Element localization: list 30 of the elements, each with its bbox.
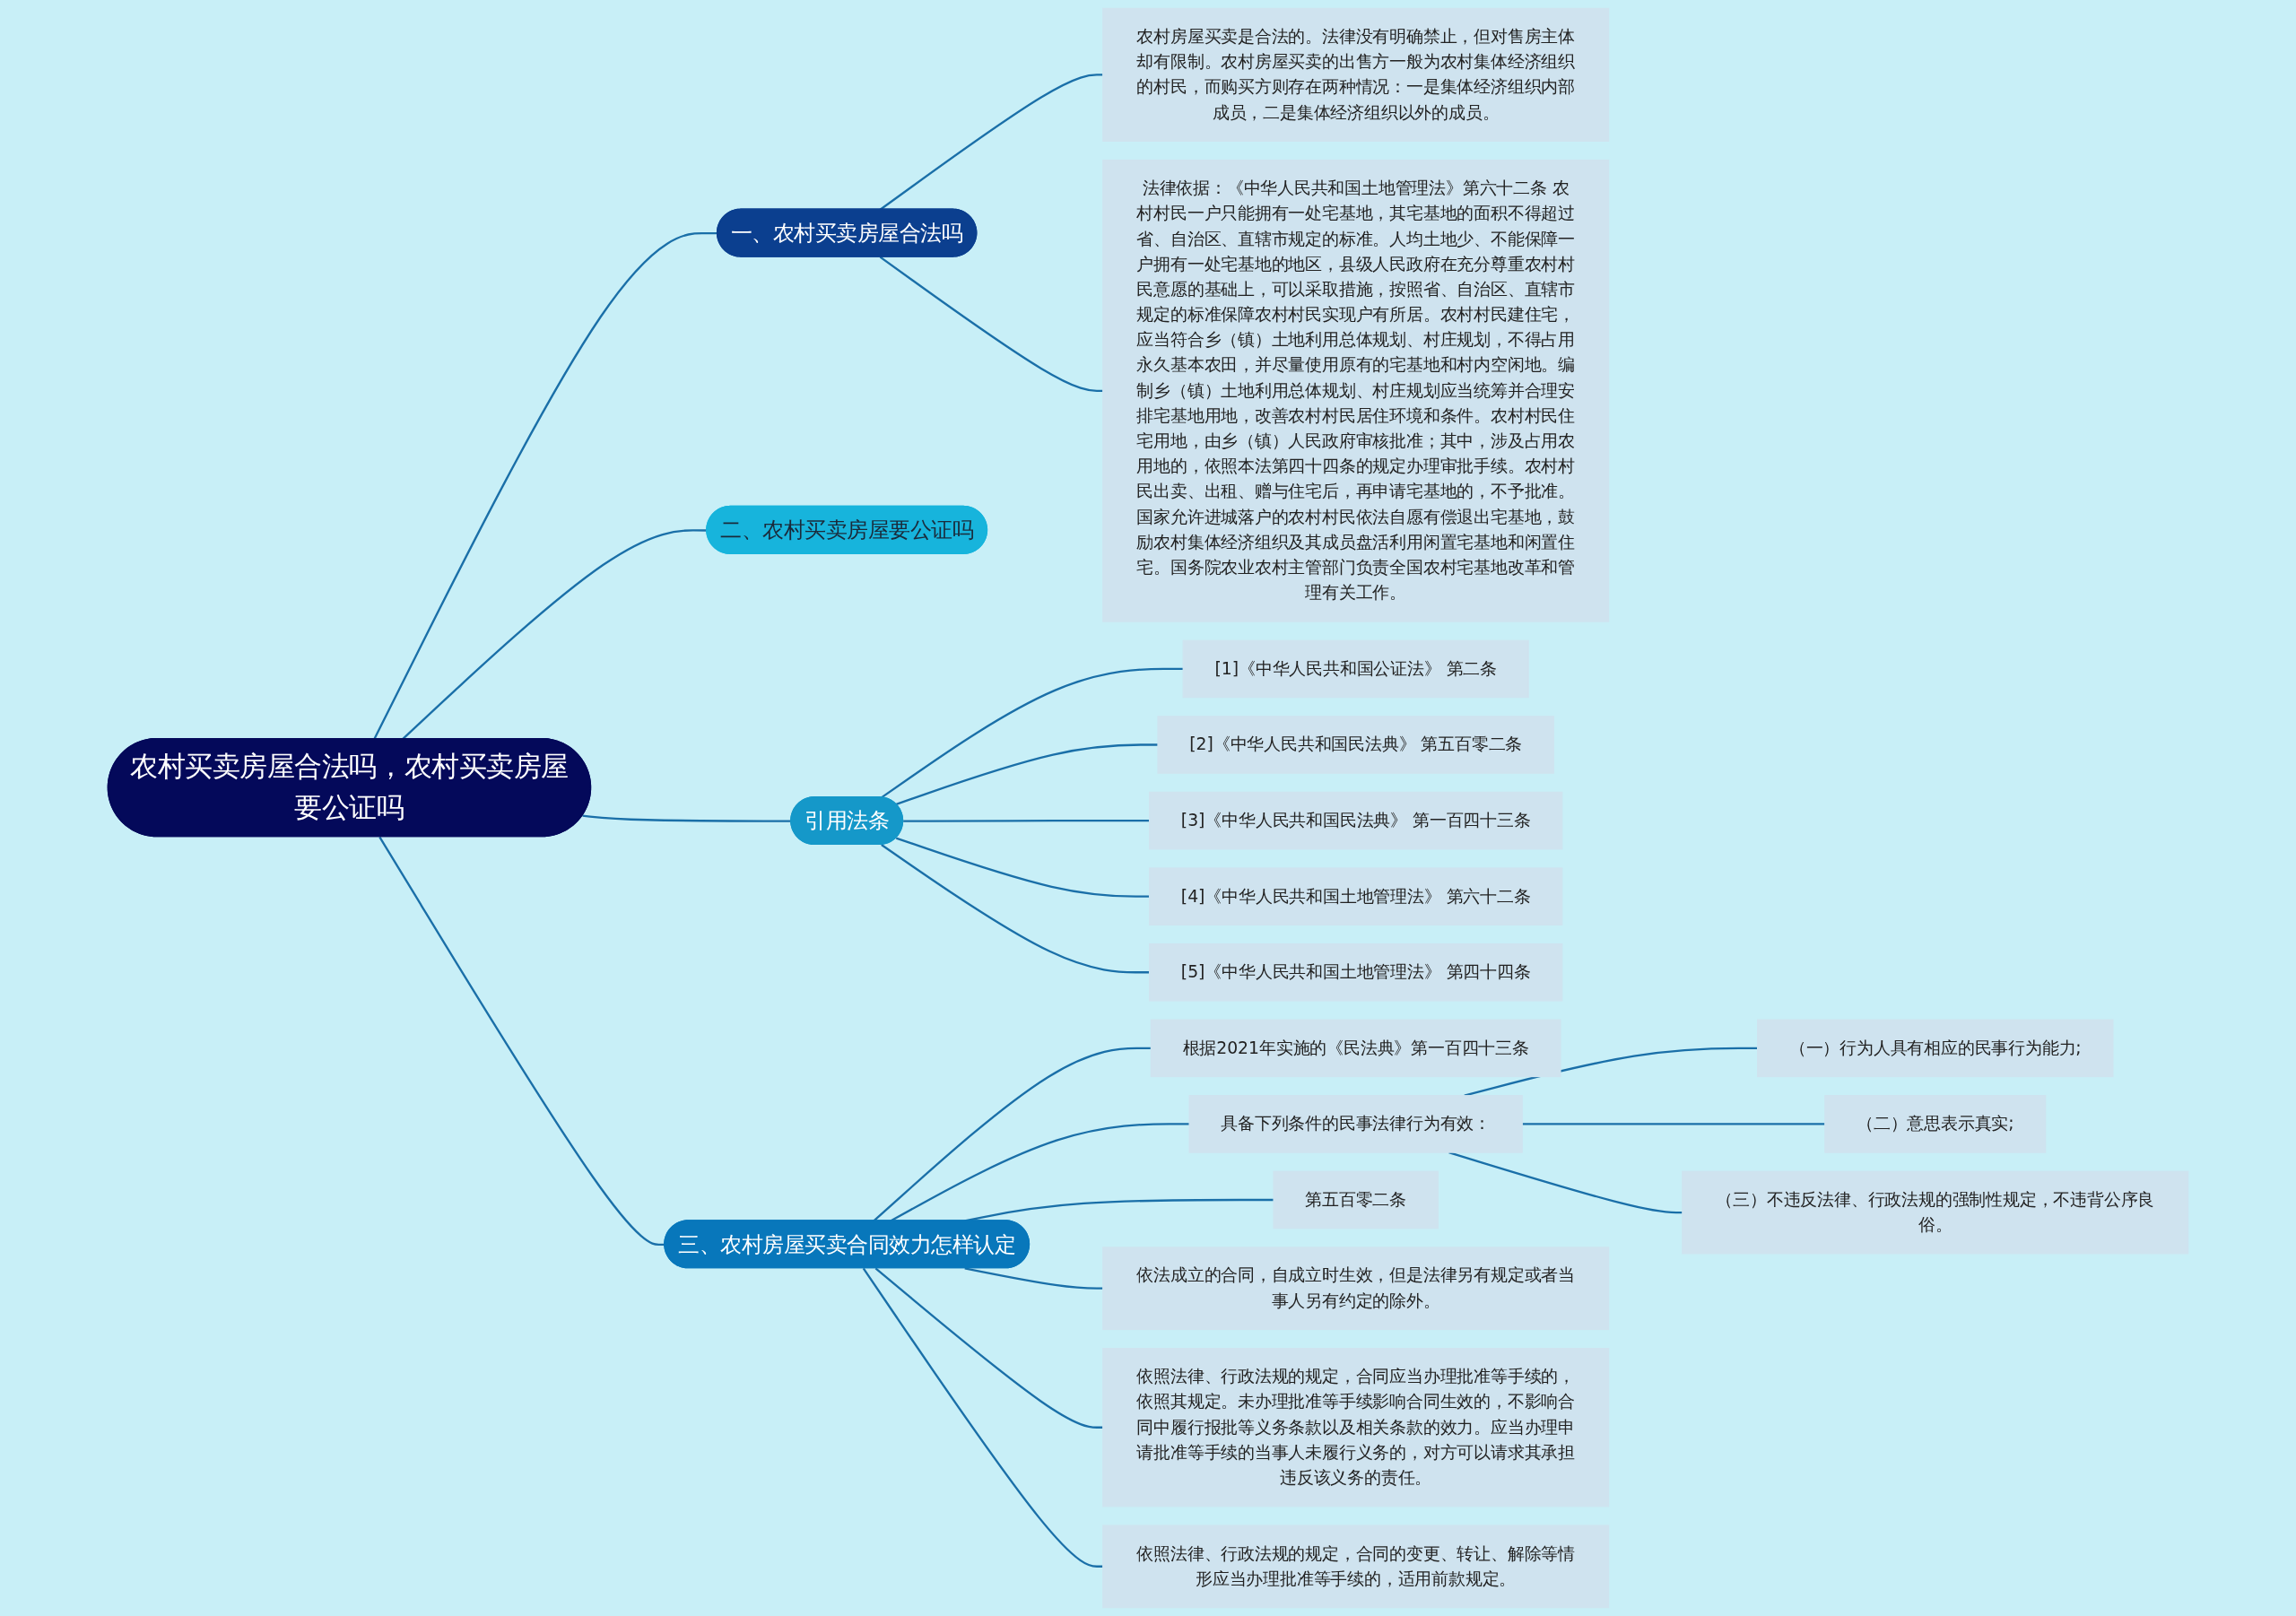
node-box: [2]《中华人民共和国民法典》 第五百零二条 — [1157, 716, 1554, 774]
node-box: 依照法律、行政法规的规定，合同的变更、转让、解除等情形应当办理批准等手续的，适用前款规定。 — [1102, 1525, 1610, 1609]
connector — [895, 743, 1158, 805]
node-box: （三）不违反法律、行政法规的强制性规定，不违背公序良俗。 — [1682, 1170, 2189, 1255]
connector — [1522, 1123, 1825, 1125]
connector — [879, 256, 1103, 392]
connector — [879, 74, 1103, 211]
node-box: （一）行为人具有相应的民事行为能力; — [1757, 1019, 2114, 1078]
node-box: 依法成立的合同，自成立时生效，但是法律另有规定或者当事人另有约定的除外。 — [1102, 1247, 1610, 1331]
node-box: 农村房屋买卖是合法的。法律没有明确禁止，但对售房主体却有限制。农村房屋买卖的出售方一般为农村集体经济组织的村民，而购买方则存在两种情况：一是集体经济组织内部成员，二是集体经济组织以外的成员。 — [1102, 7, 1610, 142]
connector — [378, 836, 665, 1247]
node-box: 第五百零二条 — [1273, 1170, 1439, 1229]
connector — [862, 1267, 1103, 1568]
node-box: [3]《中华人民共和国民法典》 第一百四十三条 — [1149, 791, 1563, 850]
node-box: 具备下列条件的民事法律行为有效： — [1188, 1095, 1523, 1153]
connector — [903, 819, 1150, 822]
node-box: 依照法律、行政法规的规定，合同应当办理批准等手续的，依照其规定。未办理批准等手续影响合同生效的，不影响合同中履行报批等义务条款以及相关条款的效力。应当办理申请批准等手续的当事人未履行义务的，对方可以请求其承担违反该义务的责任。 — [1102, 1348, 1610, 1507]
node-box: （二）意思表示真实; — [1824, 1095, 2047, 1153]
connector — [881, 667, 1184, 799]
connector — [874, 1267, 1103, 1429]
connector — [1448, 1151, 1683, 1214]
node-box: [1]《中华人民共和国公证法》 第二条 — [1182, 639, 1529, 699]
connector — [895, 837, 1150, 898]
connector — [1464, 1047, 1758, 1097]
connector — [881, 844, 1150, 974]
node-box: [5]《中华人民共和国土地管理法》 第四十四条 — [1149, 943, 1563, 1002]
node-box: 法律依据：《中华人民共和国土地管理法》第六十二条 农村村民一户只能拥有一处宅基地，其宅基地的面积不得超过省、自治区、直辖市规定的标准。人均土地少、不能保障一户拥有一处宅基地的地区，县级人民政府在充分尊重农村村民意愿的基础上，可以采取措施，按照省、自治区、直辖市规定的标准保障农村村民实现户有所居。农村村民建住宅，应当符合乡（镇）土地利用总体规划、村庄规划，不得占用永久基本农田，并尽量使用原有的宅基地和村内空闲地。编制乡（镇）土地利用总体规划、村庄规划应当统筹并合理安排宅基地用地，改善农村村民居住环境和条件。农村村民住宅用地，由乡（镇）人民政府审核批准；其中，涉及占用农用地的，依照本法第四十四条的规定办理审批手续。农村村民出卖、出租、赠与住宅后，再申请宅基地的，不予批准。国家允许进城落户的农村村民依法自愿有偿退出宅基地，鼓励农村集体经济组织及其成员盘活利用闲置宅基地和闲置住宅。国务院农业农村主管部门负责全国农村宅基地改革和管理有关工作。 — [1102, 159, 1610, 622]
node-box: 根据2021年实施的《民法典》第一百四十三条 — [1150, 1019, 1561, 1078]
connector — [964, 1267, 1103, 1290]
node-box: [4]《中华人民共和国土地管理法》 第六十二条 — [1149, 867, 1563, 925]
